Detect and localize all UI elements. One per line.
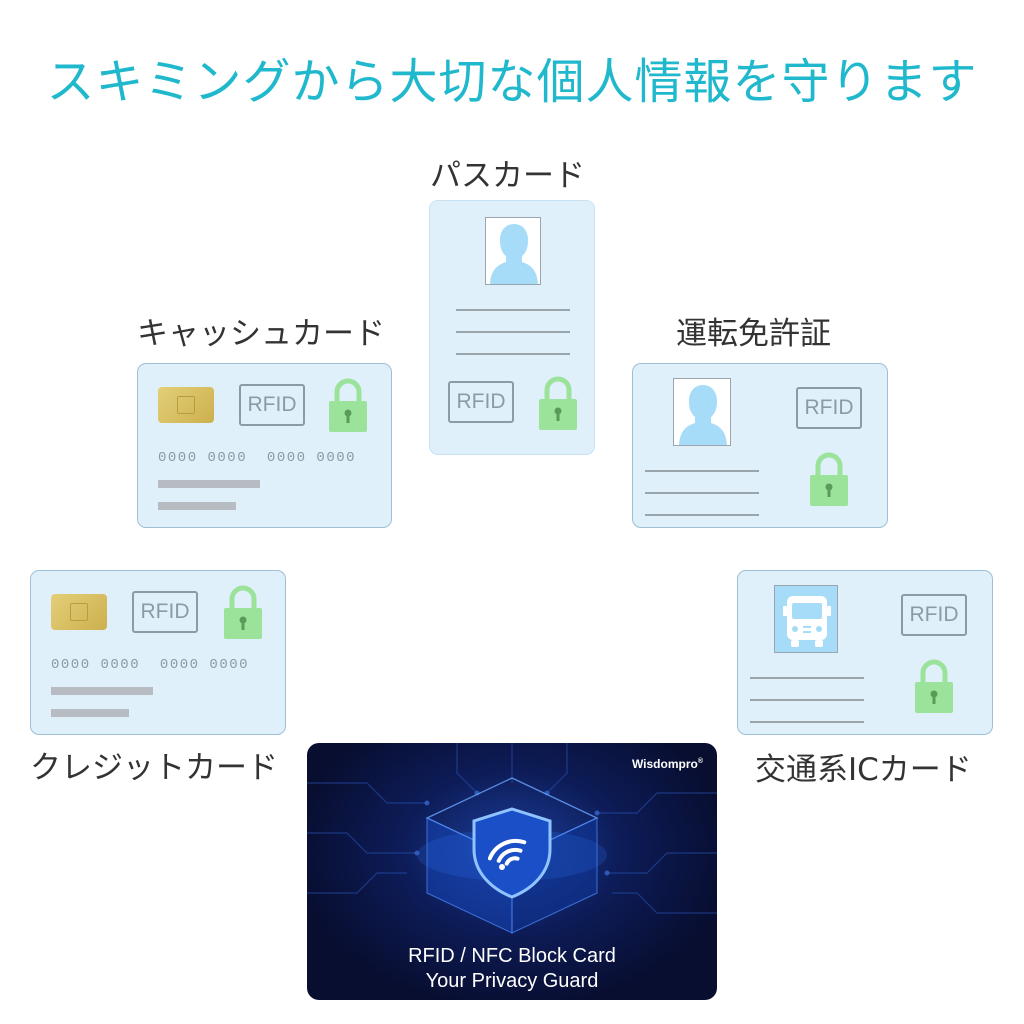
lock-icon (329, 378, 367, 432)
card-number: 0000 0000 0000 0000 (51, 657, 250, 673)
label-transit-card: 交通系ICカード (755, 752, 972, 788)
rfid-label: RFID (239, 384, 305, 426)
text-line (456, 309, 570, 311)
brand-name: Wisdompro (631, 757, 698, 771)
bus-icon (774, 585, 838, 653)
lock-icon (810, 452, 848, 506)
text-bar (51, 709, 129, 717)
rfid-block-card: Wisdompro® RFID / NFC Block Card Your Pr… (307, 743, 717, 1000)
text-bar (158, 480, 260, 488)
rfid-label: RFID (448, 381, 514, 423)
card-number: 0000 0000 0000 0000 (158, 450, 357, 466)
brand-logo: Wisdompro® (632, 757, 703, 771)
rfid-label: RFID (901, 594, 967, 636)
block-card-subtitle: Your Privacy Guard (425, 970, 599, 992)
rfid-label: RFID (796, 387, 862, 429)
text-line (750, 721, 864, 723)
text-line (645, 514, 759, 516)
lock-icon (539, 376, 577, 430)
label-cash-card: キャッシュカード (137, 316, 385, 352)
chip-icon (158, 387, 214, 423)
text-bar (158, 502, 236, 510)
text-line (456, 353, 570, 355)
transit-card: RFID (737, 570, 993, 735)
block-card-title: RFID / NFC Block Card (408, 945, 616, 967)
license-card: RFID (632, 363, 888, 528)
text-line (456, 331, 570, 333)
label-pass-card: パスカード (430, 158, 585, 194)
person-silhouette-icon (485, 217, 541, 285)
shield-icon (472, 807, 552, 899)
text-bar (51, 687, 153, 695)
wifi-signal-icon (488, 838, 527, 870)
chip-icon (51, 594, 107, 630)
headline: スキミングから大切な個人情報を守ります (46, 54, 978, 110)
person-silhouette-icon (673, 378, 731, 446)
rfid-label: RFID (132, 591, 198, 633)
text-line (645, 492, 759, 494)
text-line (645, 470, 759, 472)
cash-card: RFID 0000 0000 0000 0000 (137, 363, 392, 528)
text-line (750, 699, 864, 701)
label-credit-card: クレジットカード (30, 750, 278, 786)
pass-card: RFID (429, 200, 595, 455)
text-line (750, 677, 864, 679)
brand-registered-mark: ® (697, 758, 703, 765)
credit-card: RFID 0000 0000 0000 0000 (30, 570, 286, 735)
lock-icon (915, 659, 953, 713)
label-license: 運転免許証 (676, 316, 831, 352)
lock-icon (224, 585, 262, 639)
